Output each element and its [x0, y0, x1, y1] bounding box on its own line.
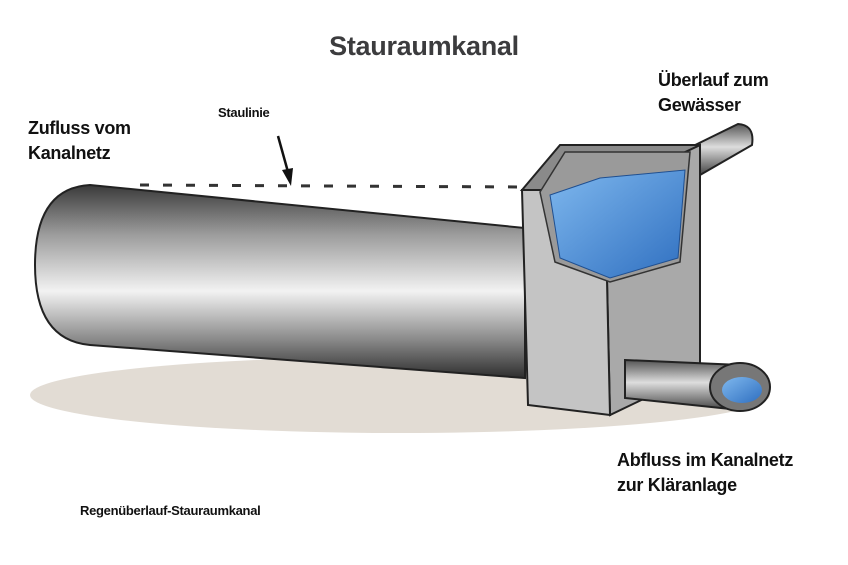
outflow-pipe-water — [722, 377, 762, 403]
backwater-line — [139, 183, 523, 189]
page-title: Stauraumkanal — [329, 31, 519, 61]
inflow-label: Zufluss vom Kanalnetz — [28, 116, 131, 166]
inflow-label-line1: Zufluss vom — [28, 118, 131, 138]
storage-sewer-pipe — [33, 183, 526, 380]
backwater-line-label: Staulinie — [218, 105, 270, 120]
overflow-label-line1: Überlauf zum — [658, 70, 769, 90]
arrow-head-icon — [282, 168, 293, 186]
arrow — [276, 135, 290, 173]
outflow-label: Abfluss im Kanalnetz zur Kläranlage — [617, 448, 793, 498]
outflow-label-line1: Abfluss im Kanalnetz — [617, 450, 794, 470]
water-in-shaft — [549, 169, 686, 279]
overflow-label: Überlauf zum Gewässer — [658, 68, 769, 118]
inflow-label-line2: Kanalnetz — [28, 143, 111, 163]
overflow-label-line2: Gewässer — [658, 95, 741, 115]
overflow-pipe — [683, 122, 754, 177]
caption: Regenüberlauf-Stauraumkanal — [80, 503, 261, 518]
outflow-label-line2: zur Kläranlage — [617, 475, 737, 495]
